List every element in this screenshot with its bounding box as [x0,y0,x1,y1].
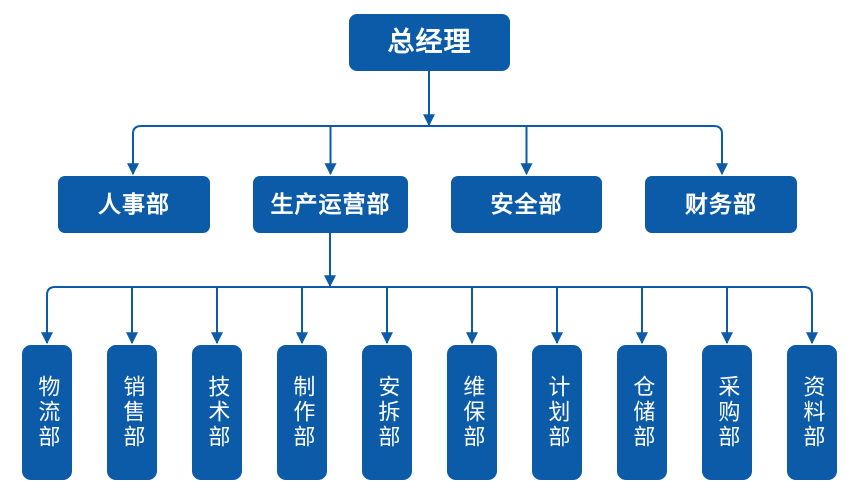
org-node-fin[interactable]: 财务部 [645,176,797,233]
org-node-manufact[interactable]: 制作部 [277,345,327,480]
org-node-label: 人事部 [98,190,170,217]
org-node-label: 采购部 [715,375,741,450]
org-node-label: 安拆部 [375,375,401,450]
org-node-tech[interactable]: 技术部 [192,345,242,480]
org-node-label: 计划部 [545,375,571,450]
org-node-label: 财务部 [685,190,757,217]
org-node-label: 技术部 [205,375,231,450]
org-node-maintain[interactable]: 维保部 [447,345,497,480]
org-node-prod[interactable]: 生产运营部 [253,176,408,233]
org-node-label: 生产运营部 [270,190,391,217]
org-node-label: 安全部 [490,190,563,217]
org-node-gm[interactable]: 总经理 [349,14,510,71]
org-node-label: 物流部 [35,375,61,450]
org-node-planning[interactable]: 计划部 [532,345,582,480]
org-node-logistics[interactable]: 物流部 [22,345,72,480]
org-node-label: 销售部 [120,375,146,450]
org-node-label: 总经理 [387,26,472,57]
org-node-warehouse[interactable]: 仓储部 [617,345,667,480]
org-node-install[interactable]: 安拆部 [362,345,412,480]
org-node-purchase[interactable]: 采购部 [702,345,752,480]
org-node-safe[interactable]: 安全部 [451,176,602,233]
org-node-hr[interactable]: 人事部 [58,176,210,233]
org-node-label: 仓储部 [630,375,656,450]
org-node-label: 资料部 [800,375,826,450]
org-node-label: 维保部 [460,375,486,450]
org-node-documents[interactable]: 资料部 [787,345,837,480]
org-node-label: 制作部 [290,375,316,450]
org-node-sales[interactable]: 销售部 [107,345,157,480]
